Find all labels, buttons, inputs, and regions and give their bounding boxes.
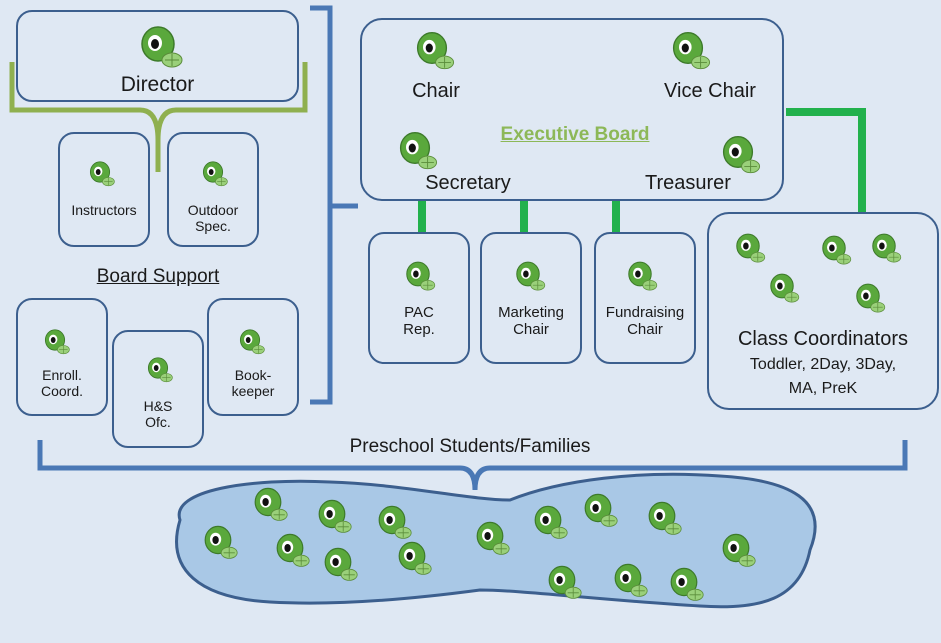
- instructors-box: [58, 132, 150, 247]
- marketing-chair-label: Marketing Chair: [480, 304, 582, 339]
- hs-ofc-line2: Ofc.: [145, 414, 171, 431]
- marketing-chair-line2: Chair: [513, 321, 549, 339]
- class-coordinators-line1: Toddler, 2Day, 3Day,: [749, 356, 897, 373]
- bookkeeper-line1: Book-: [234, 367, 272, 383]
- fundraising-chair-label: Fundraising Chair: [594, 304, 696, 339]
- exec-chair-label: Chair: [412, 80, 460, 102]
- director-bracket: [9, 62, 308, 172]
- pac-rep-label: PAC Rep.: [368, 304, 470, 339]
- enroll-coord-line2: Coord.: [40, 383, 84, 400]
- outdoor-spec-box: [167, 132, 259, 247]
- class-coordinators-title: Class Coordinators: [737, 328, 909, 350]
- connector-class-coordinators: [786, 108, 866, 214]
- enroll-coord-line1: Enroll.: [42, 367, 82, 383]
- bookkeeper-label: Book- keeper: [207, 367, 299, 399]
- director-label: Director: [120, 73, 195, 96]
- instructors-label: Instructors: [71, 202, 137, 218]
- students-blob: [175, 472, 817, 609]
- fundraising-chair-line2: Chair: [627, 321, 663, 339]
- class-coordinators-line2: MA, PreK: [788, 380, 858, 397]
- hs-ofc-line1: H&S: [143, 398, 173, 414]
- fundraising-chair-box: [594, 232, 696, 364]
- hs-ofc-label: H&S Ofc.: [112, 398, 204, 430]
- board-support-heading: Board Support: [96, 266, 220, 287]
- enroll-coord-box: [16, 298, 108, 416]
- pac-rep-box: [368, 232, 470, 364]
- hs-ofc-box: [112, 330, 204, 448]
- bookkeeper-box: [207, 298, 299, 416]
- exec-board-title: Executive Board: [500, 124, 650, 145]
- outdoor-spec-line1: Outdoor: [187, 202, 239, 218]
- exec-secretary-label: Secretary: [425, 172, 511, 194]
- students-bracket: [37, 440, 908, 491]
- bookkeeper-line2: keeper: [231, 383, 275, 400]
- enroll-coord-label: Enroll. Coord.: [16, 367, 108, 399]
- pac-rep-line1: PAC: [404, 304, 434, 321]
- outdoor-spec-label: Outdoor Spec.: [167, 202, 259, 234]
- exec-treasurer-label: Treasurer: [645, 172, 731, 194]
- left-column-bracket: [310, 5, 358, 405]
- fundraising-chair-line1: Fundraising: [605, 304, 685, 321]
- students-label: Preschool Students/Families: [349, 436, 591, 457]
- marketing-chair-line1: Marketing: [498, 304, 564, 321]
- pac-rep-line2: Rep.: [403, 321, 435, 339]
- marketing-chair-box: [480, 232, 582, 364]
- outdoor-spec-line2: Spec.: [195, 218, 231, 235]
- exec-vice-chair-label: Vice Chair: [664, 80, 756, 102]
